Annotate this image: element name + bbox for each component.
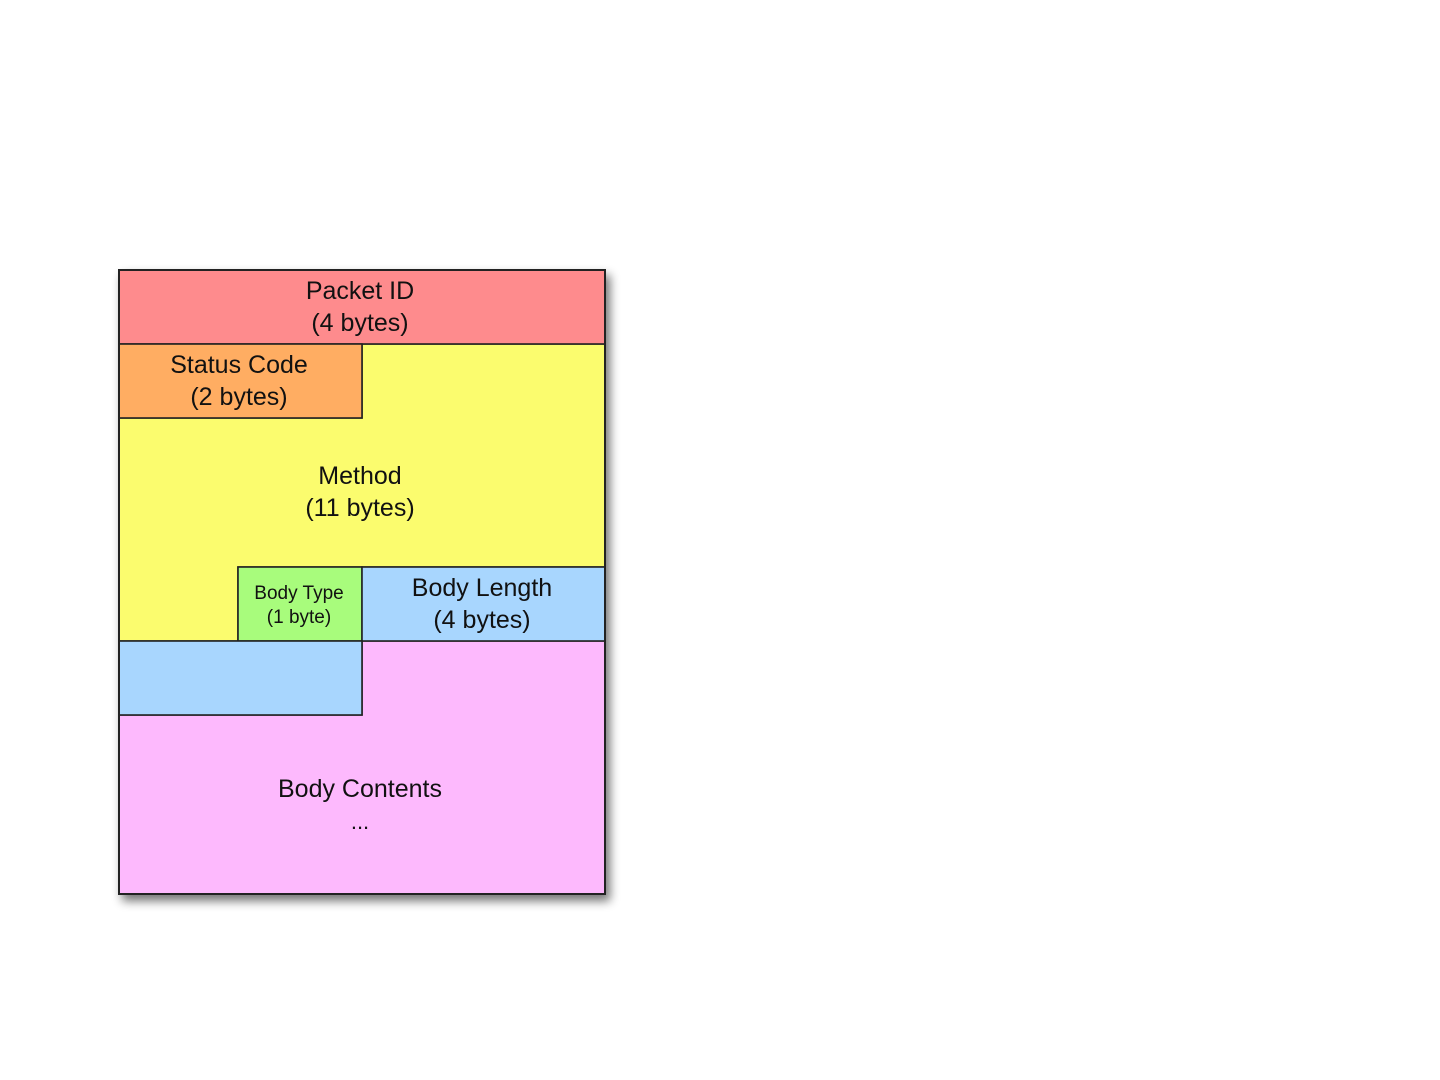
status-code-size: (2 bytes) [190,383,287,411]
body-length-size: (4 bytes) [433,606,530,634]
body-type-label: Body Type [254,583,343,604]
packet-outline [118,269,606,895]
body-type-size: (1 byte) [267,607,331,628]
body-length-cell [361,566,606,642]
packet-frame [118,269,606,895]
body-type-cell [237,566,363,642]
status-code-label: Status Code [170,351,308,379]
body-contents-size: ... [351,809,369,834]
packet-id-label: Packet ID [306,277,414,305]
method-size: (11 bytes) [305,494,414,522]
body-length-continuation-cell [118,640,363,716]
packet-id-cell [118,269,606,345]
body-contents-label: Body Contents [278,775,442,803]
packet-id-size: (4 bytes) [311,309,408,337]
body-length-label: Body Length [412,574,552,602]
method-label: Method [318,462,401,490]
